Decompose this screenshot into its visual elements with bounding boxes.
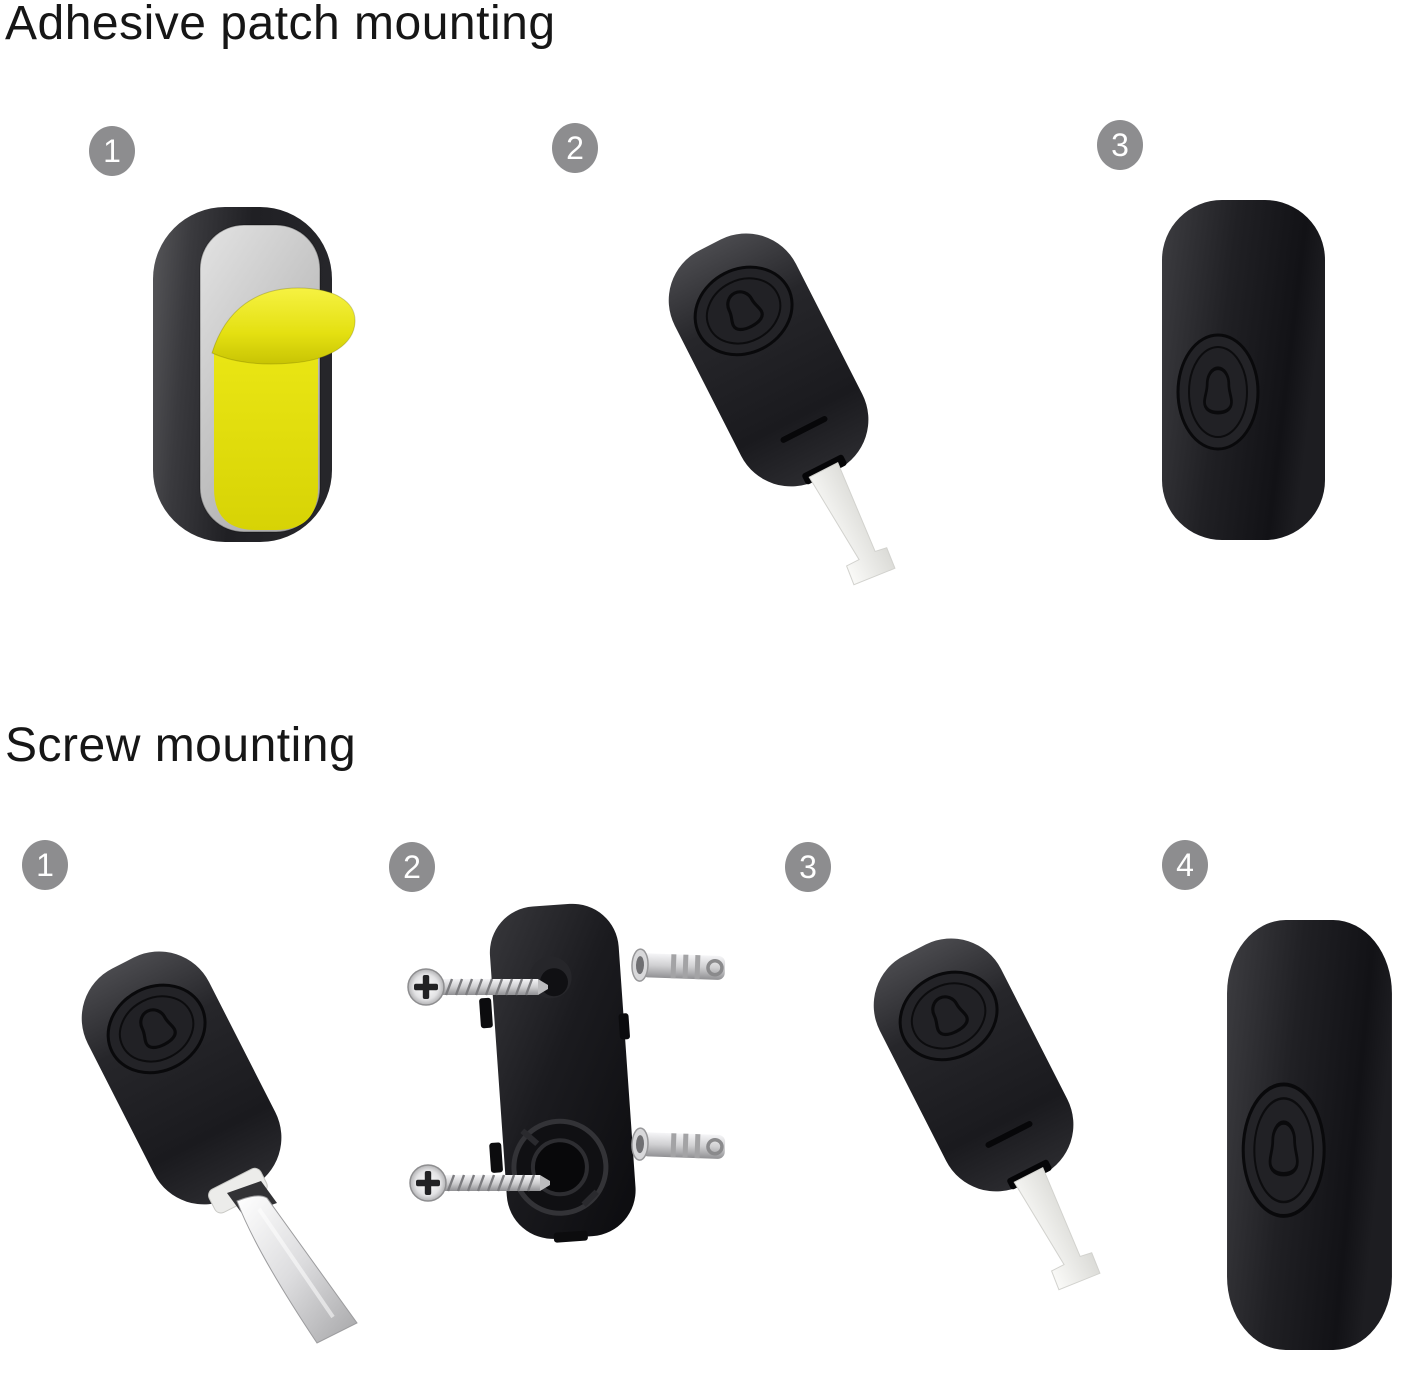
doorbell-body xyxy=(873,938,1074,1192)
screw-threads xyxy=(446,1174,536,1192)
figure-screw-step4 xyxy=(1225,915,1397,1355)
wall-anchor-icon xyxy=(631,1127,726,1161)
adhesive-patch xyxy=(214,350,318,530)
screw-cross-h xyxy=(414,983,438,991)
section-title-adhesive: Adhesive patch mounting xyxy=(5,0,556,50)
doorbell-button xyxy=(705,277,782,345)
pry-tool xyxy=(236,1195,358,1344)
step-badge-screw-3: 3 xyxy=(785,842,831,892)
section-title-screw: Screw mounting xyxy=(5,719,357,772)
step-badge-adhesive-2: 2 xyxy=(552,123,598,173)
doorbell-button xyxy=(1253,1097,1315,1204)
step-number: 3 xyxy=(799,848,817,885)
step-number: 3 xyxy=(1111,126,1129,163)
bell-icon xyxy=(1268,1120,1299,1177)
pry-tool-highlight xyxy=(257,1207,335,1319)
step-number: 2 xyxy=(403,848,421,885)
figure-adhesive-step3 xyxy=(1160,196,1330,544)
step-badge-adhesive-1: 1 xyxy=(89,126,135,176)
figure-screw-step2 xyxy=(400,898,730,1253)
anchor-rib xyxy=(682,1133,689,1158)
figure-screw-step3 xyxy=(825,938,1115,1291)
anchor-eye xyxy=(706,958,724,977)
figure-screw-step1 xyxy=(45,945,365,1344)
step-badge-adhesive-3: 3 xyxy=(1097,120,1143,170)
latch-slot-dash xyxy=(985,1120,1033,1148)
screw-tip xyxy=(538,979,548,995)
step-badge-screw-2: 2 xyxy=(389,842,435,892)
step-number: 4 xyxy=(1176,846,1194,883)
anchor-rib xyxy=(670,1133,677,1158)
figure-adhesive-step1 xyxy=(150,200,362,546)
screw-tip xyxy=(540,1175,550,1191)
anchor-hole xyxy=(635,956,645,975)
backplate-side-tab xyxy=(618,1013,630,1040)
screw-threads xyxy=(444,978,534,996)
anchor-rib xyxy=(682,954,689,979)
step-badge-screw-4: 4 xyxy=(1162,840,1208,890)
doorbell-body xyxy=(668,233,869,487)
step-number: 1 xyxy=(103,132,121,169)
screw-icon xyxy=(407,968,548,1006)
backplate-bottom-tab xyxy=(553,1230,588,1243)
doorbell-button xyxy=(118,995,195,1063)
mounting-backplate xyxy=(479,903,636,1243)
anchor-rib xyxy=(694,955,701,980)
bell-icon xyxy=(139,1008,177,1050)
anchor-rib xyxy=(670,954,677,979)
step-badge-screw-1: 1 xyxy=(22,840,68,890)
screw-icon xyxy=(409,1164,550,1202)
bell-icon xyxy=(726,290,764,332)
doorbell-button xyxy=(910,982,987,1050)
anchor-hole xyxy=(635,1135,645,1154)
anchor-eye xyxy=(706,1137,724,1156)
backplate-side-tab xyxy=(479,997,493,1029)
doorbell-button xyxy=(1188,346,1248,438)
bell-icon xyxy=(931,995,969,1037)
step-number: 2 xyxy=(566,129,584,166)
figure-adhesive-step2 xyxy=(600,233,915,586)
screw-cross-h xyxy=(416,1179,440,1187)
pull-tab xyxy=(808,462,896,586)
pull-tab xyxy=(1013,1167,1101,1291)
bell-icon xyxy=(1203,366,1233,415)
backplate-boss-spokes xyxy=(520,1128,599,1207)
backplate-side-tab xyxy=(489,1142,503,1173)
adhesive-patch-peeled-corner xyxy=(211,287,356,365)
wall-anchor-icon xyxy=(631,948,726,982)
step-number: 1 xyxy=(36,846,54,883)
latch-slot-dash xyxy=(780,415,828,443)
anchor-rib xyxy=(694,1134,701,1159)
